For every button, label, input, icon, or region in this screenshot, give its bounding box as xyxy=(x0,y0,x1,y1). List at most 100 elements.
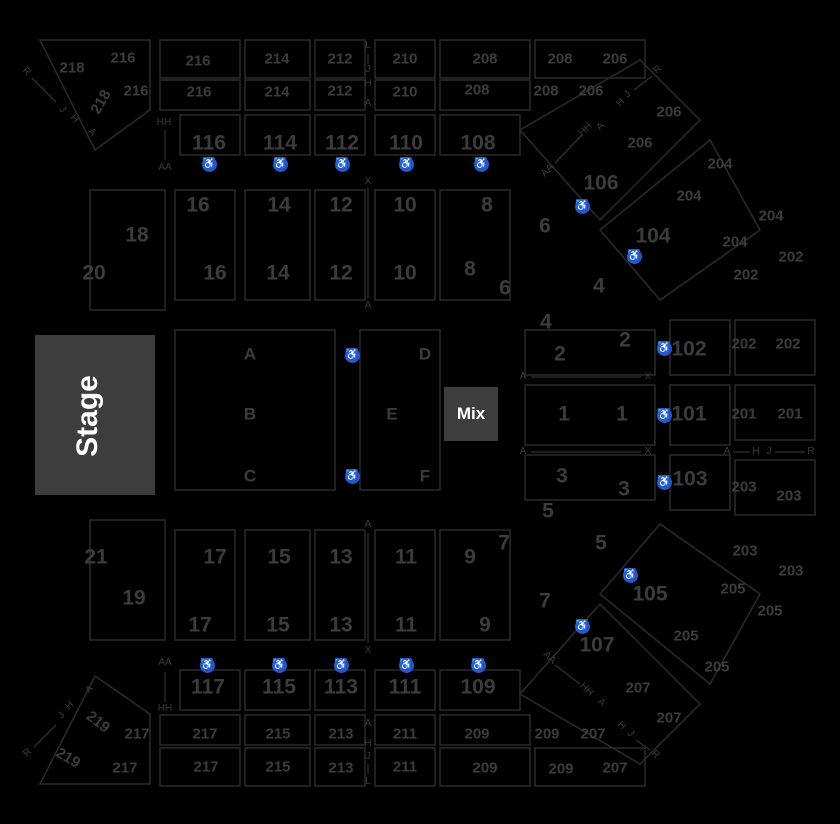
floor-section-14[interactable]: 14 xyxy=(267,193,291,217)
section-206[interactable]: 206 xyxy=(602,50,628,68)
floor-section-4[interactable]: 4 xyxy=(593,274,605,298)
section-204[interactable]: 204 xyxy=(722,233,748,251)
section-211[interactable]: 211 xyxy=(392,725,418,743)
section-210[interactable]: 210 xyxy=(392,50,418,68)
section-112[interactable]: 112 xyxy=(325,131,359,155)
mix-position[interactable]: Mix xyxy=(444,387,498,441)
section-212[interactable]: 212 xyxy=(327,82,353,100)
section-208[interactable]: 208 xyxy=(533,82,559,100)
section-217[interactable]: 217 xyxy=(124,725,150,743)
floor-section-15[interactable]: 15 xyxy=(266,613,290,637)
section-215[interactable]: 215 xyxy=(265,758,291,776)
section-116[interactable]: 116 xyxy=(192,131,226,155)
floor-section-13[interactable]: 13 xyxy=(329,613,353,637)
floor-section-10[interactable]: 10 xyxy=(393,193,417,217)
section-201[interactable]: 201 xyxy=(731,405,757,423)
section-202[interactable]: 202 xyxy=(778,248,804,266)
floor-section-7[interactable]: 7 xyxy=(539,589,551,613)
section-106[interactable]: 106 xyxy=(583,171,619,195)
floor-section-3[interactable]: 3 xyxy=(618,477,630,501)
section-212[interactable]: 212 xyxy=(327,50,353,68)
section-103[interactable]: 103 xyxy=(672,467,708,491)
section-203[interactable]: 203 xyxy=(732,542,758,560)
floor-section-2[interactable]: 2 xyxy=(554,342,566,366)
floor-section-c[interactable]: C xyxy=(243,466,257,486)
section-202[interactable]: 202 xyxy=(733,266,759,284)
floor-section-6[interactable]: 6 xyxy=(499,276,511,300)
floor-section-15[interactable]: 15 xyxy=(267,545,291,569)
floor-section-1[interactable]: 1 xyxy=(558,402,570,426)
section-201[interactable]: 201 xyxy=(777,405,803,423)
section-216[interactable]: 216 xyxy=(186,83,212,101)
section-203[interactable]: 203 xyxy=(778,562,804,580)
floor-section-17[interactable]: 17 xyxy=(203,545,227,569)
section-207[interactable]: 207 xyxy=(602,759,628,777)
floor-section-5[interactable]: 5 xyxy=(542,499,554,523)
section-205[interactable]: 205 xyxy=(704,658,730,676)
section-202[interactable]: 202 xyxy=(775,335,801,353)
floor-section-4[interactable]: 4 xyxy=(540,310,552,334)
section-215[interactable]: 215 xyxy=(265,725,291,743)
floor-section-13[interactable]: 13 xyxy=(329,545,353,569)
section-206[interactable]: 206 xyxy=(578,82,604,100)
section-110[interactable]: 110 xyxy=(389,131,423,155)
section-115[interactable]: 115 xyxy=(262,675,296,699)
section-202[interactable]: 202 xyxy=(731,335,757,353)
floor-section-9[interactable]: 9 xyxy=(479,613,491,637)
floor-section-12[interactable]: 12 xyxy=(329,261,353,285)
section-214[interactable]: 214 xyxy=(264,83,290,101)
section-105[interactable]: 105 xyxy=(632,582,668,606)
section-207[interactable]: 207 xyxy=(656,709,682,727)
floor-section-b[interactable]: B xyxy=(243,404,257,424)
section-210[interactable]: 210 xyxy=(392,83,418,101)
section-209[interactable]: 209 xyxy=(534,725,560,743)
section-209[interactable]: 209 xyxy=(464,725,490,743)
section-207[interactable]: 207 xyxy=(580,725,606,743)
section-203[interactable]: 203 xyxy=(731,478,757,496)
floor-section-e[interactable]: E xyxy=(386,404,398,424)
section-204[interactable]: 204 xyxy=(707,155,733,173)
floor-section-2[interactable]: 2 xyxy=(619,328,631,352)
section-211[interactable]: 211 xyxy=(392,758,418,776)
floor-section-a[interactable]: A xyxy=(243,344,257,364)
section-217[interactable]: 217 xyxy=(193,758,219,776)
section-114[interactable]: 114 xyxy=(263,131,297,155)
section-104[interactable]: 104 xyxy=(635,224,671,248)
section-108[interactable]: 108 xyxy=(460,131,496,155)
section-218[interactable]: 218 xyxy=(59,59,85,77)
floor-section-8[interactable]: 8 xyxy=(464,257,476,281)
section-111[interactable]: 111 xyxy=(388,675,422,699)
section-216[interactable]: 216 xyxy=(123,82,149,100)
section-208[interactable]: 208 xyxy=(547,50,573,68)
floor-section-5[interactable]: 5 xyxy=(595,531,607,555)
floor-section-19[interactable]: 19 xyxy=(122,586,146,610)
floor-section-8[interactable]: 8 xyxy=(481,193,493,217)
floor-section-18[interactable]: 18 xyxy=(125,223,149,247)
section-204[interactable]: 204 xyxy=(676,187,702,205)
section-113[interactable]: 113 xyxy=(324,675,358,699)
floor-section-11[interactable]: 11 xyxy=(394,545,418,569)
floor-section-7[interactable]: 7 xyxy=(498,531,510,555)
floor-section-14[interactable]: 14 xyxy=(266,261,290,285)
section-205[interactable]: 205 xyxy=(720,580,746,598)
section-203[interactable]: 203 xyxy=(776,487,802,505)
section-216[interactable]: 216 xyxy=(185,52,211,70)
floor-section-6[interactable]: 6 xyxy=(539,214,551,238)
section-102[interactable]: 102 xyxy=(671,337,707,361)
floor-section-12[interactable]: 12 xyxy=(329,193,353,217)
floor-section-d[interactable]: D xyxy=(418,344,432,364)
section-209[interactable]: 209 xyxy=(548,760,574,778)
section-204[interactable]: 204 xyxy=(758,207,784,225)
section-209[interactable]: 209 xyxy=(472,759,498,777)
section-206[interactable]: 206 xyxy=(627,134,653,152)
section-207[interactable]: 207 xyxy=(625,679,651,697)
section-205[interactable]: 205 xyxy=(757,602,783,620)
floor-section-11[interactable]: 11 xyxy=(394,613,418,637)
floor-section-20[interactable]: 20 xyxy=(82,261,106,285)
floor-section-17[interactable]: 17 xyxy=(188,613,212,637)
section-213[interactable]: 213 xyxy=(328,725,354,743)
section-213[interactable]: 213 xyxy=(328,759,354,777)
section-214[interactable]: 214 xyxy=(264,50,290,68)
floor-section-3[interactable]: 3 xyxy=(556,464,568,488)
section-208[interactable]: 208 xyxy=(472,50,498,68)
